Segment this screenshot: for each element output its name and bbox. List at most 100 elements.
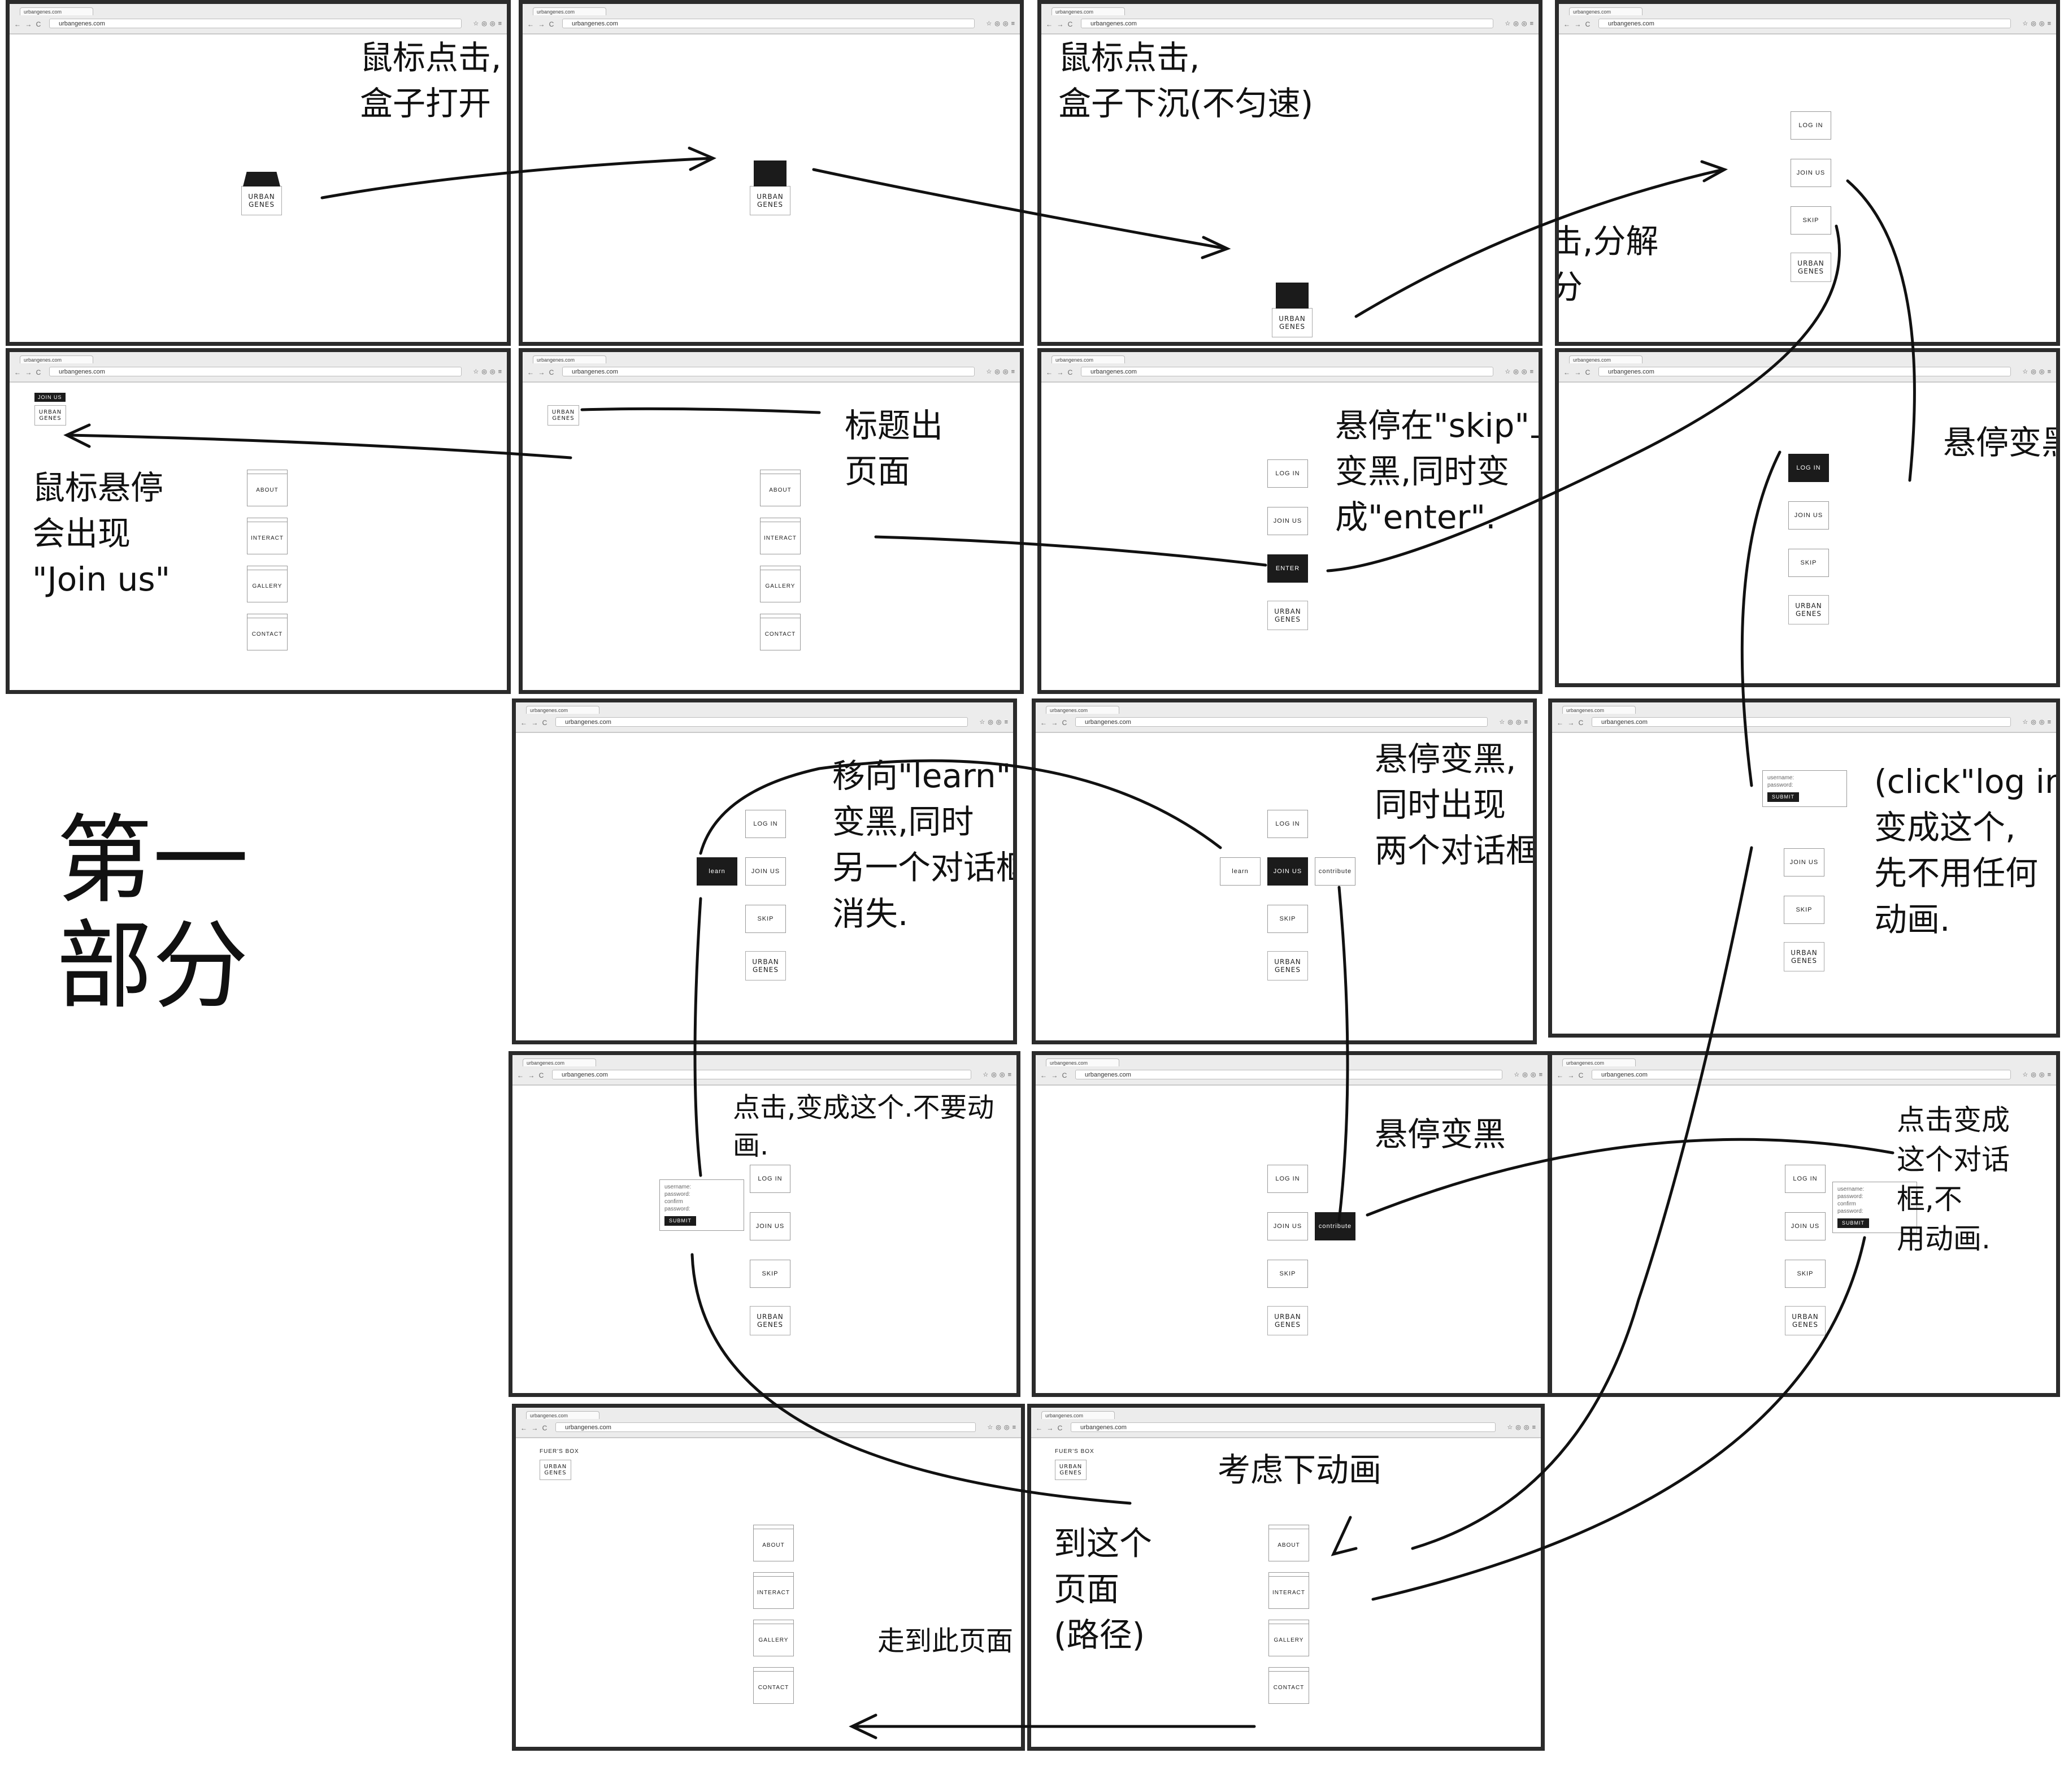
- join-button[interactable]: JOIN US: [750, 1212, 790, 1240]
- menu-contact[interactable]: CONTACT: [1268, 1667, 1309, 1704]
- join-button[interactable]: JOIN US: [1785, 1212, 1826, 1240]
- address-bar[interactable]: urbangenes.com: [1598, 19, 2011, 28]
- browser-tab[interactable]: urbangenes.com: [1051, 355, 1125, 363]
- menu-contact[interactable]: CONTACT: [760, 614, 801, 650]
- address-bar[interactable]: urbangenes.com: [1081, 19, 1493, 28]
- address-bar[interactable]: urbangenes.com: [49, 367, 462, 376]
- password-field[interactable]: password:: [1767, 782, 1793, 788]
- username-field[interactable]: username:: [1767, 775, 1794, 781]
- nav-arrows-icon[interactable]: ← → C: [517, 1071, 545, 1079]
- join-button[interactable]: JOIN US: [745, 857, 786, 886]
- browser-tab[interactable]: urbangenes.com: [20, 355, 93, 363]
- urban-genes-logo-small[interactable]: URBAN GENES: [547, 405, 579, 426]
- toolbar-icons[interactable]: ☆ ◎ ◎ ≡: [1499, 719, 1528, 726]
- address-bar[interactable]: urbangenes.com: [1592, 1070, 2011, 1079]
- toolbar-icons[interactable]: ☆ ◎ ◎ ≡: [986, 20, 1015, 27]
- toolbar-icons[interactable]: ☆ ◎ ◎ ≡: [979, 719, 1009, 726]
- menu-contact[interactable]: CONTACT: [247, 614, 288, 650]
- menu-interact[interactable]: INTERACT: [753, 1572, 794, 1609]
- toolbar-icons[interactable]: ☆ ◎ ◎ ≡: [986, 368, 1015, 375]
- urban-genes-logo[interactable]: URBAN GENES: [1784, 942, 1824, 971]
- nav-arrows-icon[interactable]: ← → C: [520, 1424, 549, 1432]
- urban-genes-box-open[interactable]: URBAN GENES: [750, 160, 790, 215]
- skip-button[interactable]: SKIP: [1267, 1260, 1308, 1288]
- contribute-button[interactable]: contribute: [1315, 1212, 1355, 1240]
- join-button[interactable]: JOIN US: [1788, 501, 1829, 530]
- skip-button[interactable]: SKIP: [1788, 549, 1829, 577]
- username-field[interactable]: username:: [664, 1184, 692, 1190]
- nav-arrows-icon[interactable]: ← → C: [527, 368, 555, 376]
- login-button[interactable]: LOG IN: [745, 810, 786, 838]
- address-bar[interactable]: urbangenes.com: [552, 1070, 971, 1079]
- skip-button[interactable]: SKIP: [1791, 206, 1831, 235]
- confirm-password-field[interactable]: password:: [664, 1206, 690, 1212]
- skip-button[interactable]: SKIP: [750, 1260, 790, 1288]
- urban-genes-box[interactable]: URBAN GENES: [241, 186, 282, 215]
- menu-interact[interactable]: INTERACT: [760, 518, 801, 554]
- urban-genes-logo[interactable]: URBAN GENES: [1785, 1306, 1826, 1335]
- urban-genes-logo-small[interactable]: URBAN GENES: [540, 1460, 571, 1480]
- menu-interact[interactable]: INTERACT: [1268, 1572, 1309, 1609]
- nav-arrows-icon[interactable]: ← → C: [1046, 368, 1074, 376]
- nav-arrows-icon[interactable]: ← → C: [1040, 1071, 1068, 1079]
- urban-genes-logo-small[interactable]: URBAN GENES: [34, 405, 66, 426]
- menu-gallery[interactable]: GALLERY: [1268, 1620, 1309, 1656]
- learn-button[interactable]: learn: [697, 857, 737, 886]
- menu-interact[interactable]: INTERACT: [247, 518, 288, 554]
- toolbar-icons[interactable]: ☆ ◎ ◎ ≡: [2022, 1071, 2052, 1078]
- nav-arrows-icon[interactable]: ← → C: [520, 719, 549, 727]
- urban-genes-logo[interactable]: URBAN GENES: [1267, 1306, 1308, 1335]
- browser-tab[interactable]: urbangenes.com: [526, 1411, 599, 1419]
- menu-about[interactable]: ABOUT: [247, 470, 288, 506]
- urban-genes-logo[interactable]: URBAN GENES: [1788, 595, 1829, 624]
- urban-genes-logo[interactable]: URBAN GENES: [1267, 951, 1308, 980]
- menu-contact[interactable]: CONTACT: [753, 1667, 794, 1704]
- confirm-password-field[interactable]: password:: [1837, 1208, 1863, 1214]
- submit-button[interactable]: SUBMIT: [1767, 792, 1800, 802]
- login-button[interactable]: LOG IN: [1267, 810, 1308, 838]
- toolbar-icons[interactable]: ☆ ◎ ◎ ≡: [2022, 20, 2052, 27]
- urban-genes-logo[interactable]: URBAN GENES: [745, 951, 786, 980]
- menu-about[interactable]: ABOUT: [1268, 1525, 1309, 1561]
- browser-tab[interactable]: urbangenes.com: [1046, 706, 1119, 714]
- contribute-button[interactable]: contribute: [1315, 857, 1355, 886]
- login-button[interactable]: LOG IN: [1785, 1165, 1826, 1193]
- menu-gallery[interactable]: GALLERY: [753, 1620, 794, 1656]
- address-bar[interactable]: urbangenes.com: [1075, 717, 1488, 727]
- toolbar-icons[interactable]: ☆ ◎ ◎ ≡: [1505, 20, 1534, 27]
- join-button[interactable]: JOIN US: [1267, 1212, 1308, 1240]
- address-bar[interactable]: urbangenes.com: [1081, 367, 1493, 376]
- browser-tab[interactable]: urbangenes.com: [526, 706, 599, 714]
- address-bar[interactable]: urbangenes.com: [555, 1422, 976, 1432]
- menu-about[interactable]: ABOUT: [760, 470, 801, 506]
- address-bar[interactable]: urbangenes.com: [1075, 1070, 1502, 1079]
- skip-button[interactable]: SKIP: [1785, 1260, 1826, 1288]
- nav-arrows-icon[interactable]: ← → C: [1557, 1071, 1585, 1079]
- toolbar-icons[interactable]: ☆ ◎ ◎ ≡: [1505, 368, 1534, 375]
- learn-button[interactable]: learn: [1220, 857, 1261, 886]
- browser-tab[interactable]: urbangenes.com: [1569, 7, 1642, 15]
- password-field[interactable]: password:: [664, 1191, 690, 1197]
- browser-tab[interactable]: urbangenes.com: [1046, 1058, 1119, 1066]
- skip-button[interactable]: SKIP: [1267, 905, 1308, 933]
- urban-genes-logo[interactable]: URBAN GENES: [1267, 601, 1308, 630]
- address-bar[interactable]: urbangenes.com: [555, 717, 968, 727]
- address-bar[interactable]: urbangenes.com: [1071, 1422, 1496, 1432]
- address-bar[interactable]: urbangenes.com: [49, 19, 462, 28]
- login-button[interactable]: LOG IN: [1788, 454, 1829, 482]
- urban-genes-logo[interactable]: URBAN GENES: [750, 1306, 790, 1335]
- browser-tab[interactable]: urbangenes.com: [20, 7, 93, 15]
- toolbar-icons[interactable]: ☆ ◎ ◎ ≡: [2022, 719, 2052, 726]
- nav-arrows-icon[interactable]: ← → C: [527, 20, 555, 28]
- browser-tab[interactable]: urbangenes.com: [1051, 7, 1125, 15]
- browser-tab[interactable]: urbangenes.com: [523, 1058, 596, 1066]
- join-button[interactable]: JOIN US: [1267, 507, 1308, 535]
- username-field[interactable]: username:: [1837, 1186, 1865, 1192]
- browser-tab[interactable]: urbangenes.com: [533, 7, 606, 15]
- menu-gallery[interactable]: GALLERY: [247, 566, 288, 602]
- browser-tab[interactable]: urbangenes.com: [1562, 706, 1636, 714]
- nav-arrows-icon[interactable]: ← → C: [1040, 719, 1068, 727]
- browser-tab[interactable]: urbangenes.com: [533, 355, 606, 363]
- nav-arrows-icon[interactable]: ← → C: [1046, 20, 1074, 28]
- nav-arrows-icon[interactable]: ← → C: [1036, 1424, 1064, 1432]
